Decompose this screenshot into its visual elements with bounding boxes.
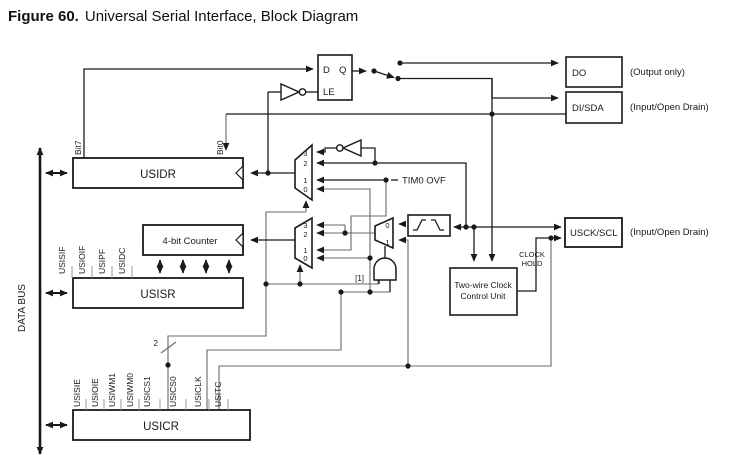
- usisr-bit-label: USIDC: [117, 248, 127, 274]
- usck-scl-pin-note: (Input/Open Drain): [630, 227, 709, 238]
- usidr-clock-triangle-icon: [235, 164, 244, 182]
- do-pin-box: [565, 56, 623, 88]
- wire-usics-select: [167, 211, 306, 410]
- usck-scl-pin-box: [564, 217, 623, 248]
- wire-select-to-and: [266, 280, 379, 285]
- data-bus-label: DATA BUS: [17, 284, 28, 332]
- bus-width-slash: [160, 341, 177, 354]
- mux-input-numbers: 3 2 1 0 3 2 1 0 0 1: [303, 149, 389, 263]
- usicr-bit-label: USIOIE: [90, 378, 100, 407]
- upper-mux-in: 3: [303, 149, 307, 158]
- lower-mux-in: 0: [303, 254, 307, 263]
- usisr-bit-label: USIPF: [97, 249, 107, 274]
- bit7-label: Bit7: [73, 140, 83, 155]
- upper-mux-in: 1: [303, 176, 307, 185]
- two-wire-clock-unit-box: [449, 267, 518, 316]
- bit-slot-dividers: [71, 266, 229, 410]
- usicr-register-box: [72, 409, 251, 441]
- schmitt-trigger-icon: [413, 219, 444, 231]
- mux21-in: 0: [385, 221, 389, 230]
- footnote-ref-label: [1]: [355, 274, 364, 283]
- usck-scl-pin-label: USCK/SCL: [570, 228, 618, 239]
- usicr-bit-label: USITC: [213, 382, 223, 408]
- wire-upper-mux-in0: [316, 185, 371, 258]
- di-sda-pin-label: DI/SDA: [572, 103, 604, 114]
- figure-caption: Universal Serial Interface, Block Diagra…: [84, 8, 359, 25]
- usisr-bit-label: USISIF: [57, 247, 67, 274]
- lower-mux-in: 2: [303, 230, 307, 239]
- usidr-register-box: [72, 157, 244, 189]
- wire-usitc: [218, 238, 552, 410]
- latch-d-label: D: [323, 65, 330, 76]
- wire-bit7-to-latch: [83, 65, 314, 158]
- boxes: [72, 54, 623, 441]
- figure-label: Figure 60.: [8, 8, 79, 25]
- usck-source-mux: [374, 216, 394, 250]
- wire-mux21-in1: [398, 236, 409, 366]
- usicr-bit-label: USIWM0: [125, 373, 135, 407]
- counter-clock-triangle-icon: [235, 231, 244, 249]
- counter-box: [142, 224, 244, 256]
- latch-le-label: LE: [323, 87, 335, 98]
- bit0-label: Bit0: [215, 140, 225, 155]
- usisr-label: USISR: [140, 289, 175, 301]
- tim0-ovf-label: TIM0 OVF: [402, 176, 446, 187]
- usicr-bit-label: USICLK: [193, 376, 203, 407]
- wire-to-di-sda: [400, 77, 559, 102]
- upper-mux-in: 0: [303, 185, 307, 194]
- usicr-bit-label: USIWM1: [107, 373, 117, 407]
- wire-not-input: [361, 147, 376, 163]
- usicr-bit-label: USICS0: [168, 376, 178, 407]
- latch-q-label: Q: [339, 65, 346, 76]
- primary-wires: [83, 59, 566, 292]
- le-inverter-icon: [280, 82, 307, 102]
- upper-mux-in: 2: [303, 159, 307, 168]
- two-wire-unit-label-1: Two-wire Clock: [454, 280, 512, 290]
- counter-clock-mux: [294, 216, 313, 270]
- di-sda-pin-note: (Input/Open Drain): [630, 102, 709, 113]
- counter-usisr-arrows: [156, 259, 233, 274]
- usicr-bit-labels: USISIE USIOIE USIWM1 USIWM0 USICS1 USICS…: [72, 373, 223, 407]
- wire-upper-mux-in2: [316, 159, 467, 227]
- bus-width-label: 2: [154, 339, 159, 348]
- usicr-label: USICR: [143, 421, 179, 433]
- output-latch-box: [317, 54, 353, 101]
- counter-label: 4-bit Counter: [163, 236, 218, 247]
- di-sda-pin-box: [565, 91, 623, 124]
- mux21-in: 1: [385, 238, 389, 247]
- schmitt-trigger-box: [407, 214, 451, 237]
- usidr-label: USIDR: [140, 169, 176, 181]
- data-bus: [36, 147, 68, 455]
- do-pin-note: (Output only): [630, 67, 685, 78]
- usck-inverter-icon: [335, 138, 362, 158]
- clock-hold-label-2: HOLD: [522, 259, 543, 268]
- usicr-bit-label: USISIE: [72, 379, 82, 407]
- wire-tim0-to-lower-mux: [316, 180, 387, 254]
- usisr-bit-label: USIOIF: [77, 246, 87, 274]
- usicr-bit-label: USICS1: [142, 376, 152, 407]
- usisr-register-box: [72, 277, 244, 309]
- lower-mux-in: 3: [303, 221, 307, 230]
- wire-upper-mux-in3: [316, 147, 337, 156]
- figure-title: Figure 60. Universal Serial Interface, Bl…: [8, 8, 358, 25]
- clock-hold-label-1: CLOCK: [519, 250, 545, 259]
- two-wire-unit-label-2: Control Unit: [461, 291, 507, 301]
- data-clock-mux: [294, 143, 313, 202]
- junction-dots: [165, 60, 554, 369]
- wire-switch-lever: [373, 70, 395, 79]
- and-gate-icon: [373, 257, 397, 281]
- lower-mux-in: 1: [303, 246, 307, 255]
- usisr-bit-labels: USISIF USIOIF USIPF USIDC: [57, 246, 127, 274]
- do-pin-label: DO: [572, 68, 586, 79]
